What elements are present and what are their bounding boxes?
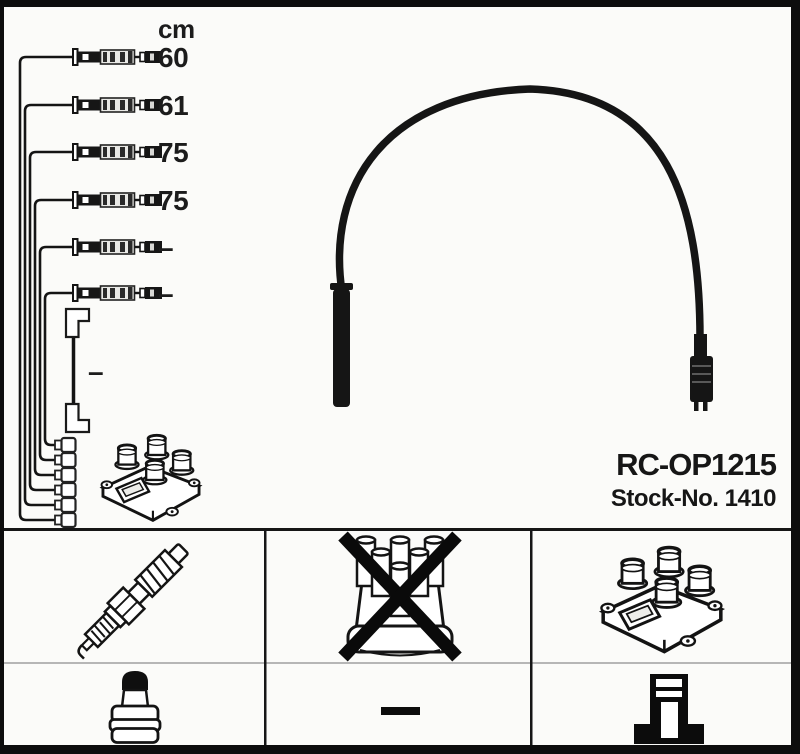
cable-length-label: 60 [158,42,189,73]
distributor-cap-crossed-icon [338,531,462,662]
cable-length-label: – [158,278,174,309]
wire-length-diagram [18,47,201,529]
spark-plug-icon [77,543,189,660]
dash-icon [381,707,420,715]
cross-out-x [338,531,462,662]
cable-length-label: 61 [158,90,189,121]
coil-tower-icon [634,674,704,744]
cable-length-label: 75 [158,137,189,168]
wire-bus-lines [18,55,72,522]
ignition-coil-icon [599,545,724,654]
cable-length-label: – [158,232,174,263]
part-number: RC-OP1215 [616,447,777,482]
coil-cable-length-label: – [88,356,104,387]
plug-wire-rows [72,47,164,303]
coil-link-wire [64,307,91,434]
ignition-coil-illustration [100,433,201,522]
plug-boot [330,283,353,407]
coil-end-terminals [54,436,77,529]
cable-length-label: 75 [158,185,189,216]
part-identification: RC-OP1215 Stock-No. 1410 [500,447,777,513]
unit-header: cm [158,14,195,44]
coil-connector [690,334,713,411]
legend-icons [77,531,724,744]
legend-grid-lines [0,528,800,754]
plug-connector-icon [108,671,162,744]
main-cable-illustration [330,85,713,411]
stock-number: Stock-No. 1410 [610,485,777,512]
